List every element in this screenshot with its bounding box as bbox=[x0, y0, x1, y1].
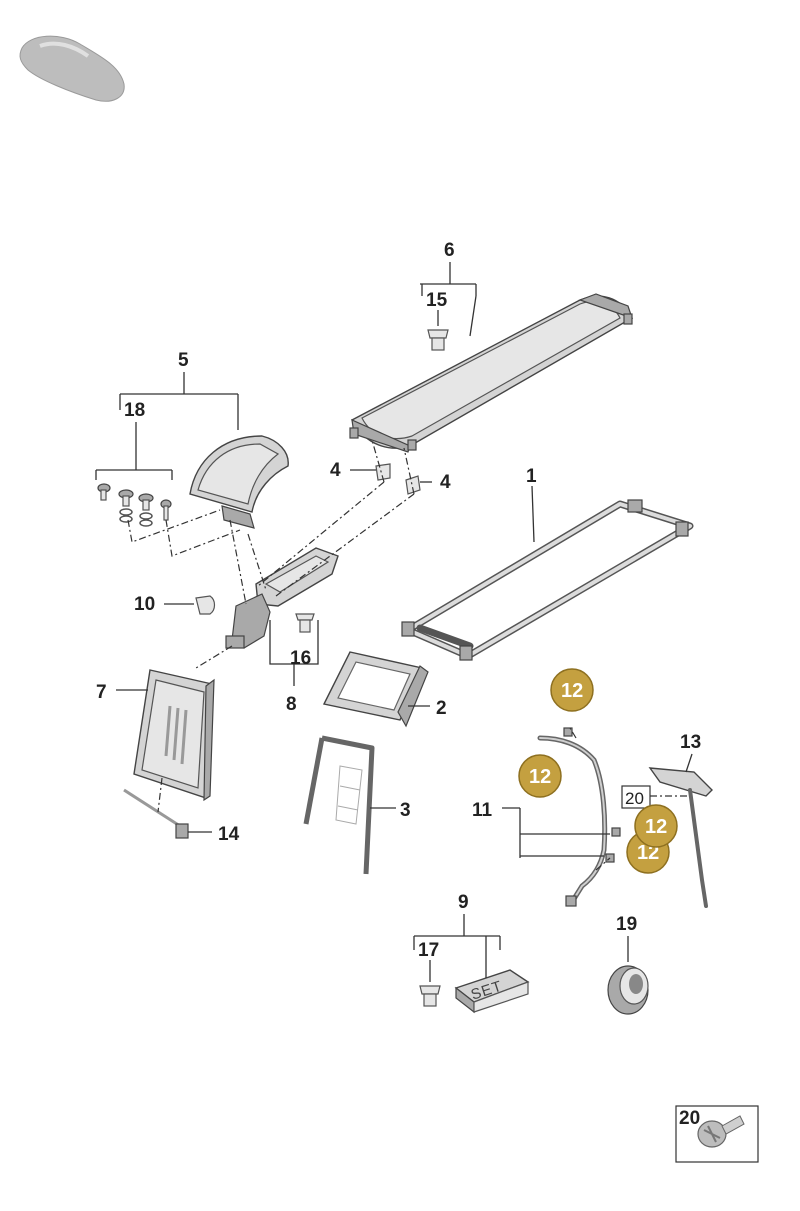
highlight-badges: 12 12 12 12 bbox=[518, 668, 678, 874]
assembly-lines bbox=[127, 439, 690, 871]
svg-text:12: 12 bbox=[645, 816, 667, 838]
car-silhouette-icon bbox=[19, 35, 125, 102]
label-9: 9 bbox=[458, 892, 469, 913]
label-20-box: 20 bbox=[625, 789, 644, 808]
label-8: 8 bbox=[286, 694, 297, 715]
fastener-set-18[interactable] bbox=[97, 483, 172, 527]
label-11: 11 bbox=[472, 800, 493, 821]
label-4b: 4 bbox=[440, 472, 451, 493]
label-20: 20 bbox=[679, 1108, 700, 1129]
label-10: 10 bbox=[134, 594, 155, 615]
bolt-part bbox=[138, 493, 154, 527]
seal-part[interactable] bbox=[303, 735, 375, 875]
service-set-part[interactable]: SET bbox=[454, 969, 530, 1014]
cable-part[interactable] bbox=[537, 727, 621, 907]
highlight-badge-12[interactable]: 12 bbox=[634, 804, 678, 848]
label-3: 3 bbox=[400, 800, 411, 821]
roof-panel-part[interactable] bbox=[349, 293, 633, 453]
label-4a: 4 bbox=[330, 460, 341, 481]
clip-part-17[interactable] bbox=[419, 985, 441, 1007]
reference-box-20 bbox=[621, 785, 651, 809]
label-7: 7 bbox=[96, 682, 107, 703]
bracket-part-4b[interactable] bbox=[405, 475, 421, 495]
label-13: 13 bbox=[680, 732, 701, 753]
screw-part bbox=[160, 499, 172, 521]
label-6: 6 bbox=[444, 240, 455, 261]
roof-frame-part[interactable] bbox=[401, 499, 694, 661]
label-19: 19 bbox=[616, 914, 637, 935]
leader-lines bbox=[95, 262, 693, 982]
side-cover-part[interactable] bbox=[133, 669, 215, 802]
highlight-badge-12[interactable]: 12 bbox=[550, 668, 594, 712]
highlight-badge-12[interactable]: 12 bbox=[518, 754, 562, 798]
svg-text:12: 12 bbox=[529, 766, 551, 788]
label-2: 2 bbox=[436, 698, 447, 719]
label-5: 5 bbox=[178, 350, 189, 371]
screw-part bbox=[97, 483, 111, 501]
label-14: 14 bbox=[218, 824, 240, 845]
label-17: 17 bbox=[418, 940, 439, 961]
bracket-part-4a[interactable] bbox=[375, 463, 391, 481]
strip-part-14[interactable] bbox=[123, 788, 189, 839]
grommet-part[interactable] bbox=[607, 965, 649, 1015]
rod-part-13[interactable] bbox=[648, 767, 713, 908]
label-16: 16 bbox=[290, 648, 311, 669]
svg-text:12: 12 bbox=[561, 680, 583, 702]
clip-part-16[interactable] bbox=[295, 613, 315, 633]
clip-part-15[interactable] bbox=[427, 329, 449, 351]
hinge-assembly-part[interactable] bbox=[225, 547, 339, 649]
window-frame-part[interactable] bbox=[322, 651, 429, 728]
screw-detail-box bbox=[675, 1105, 759, 1163]
screw-icon[interactable] bbox=[697, 1115, 745, 1148]
label-1: 1 bbox=[526, 466, 537, 487]
cap-part-10[interactable] bbox=[195, 595, 216, 615]
bolt-part bbox=[118, 489, 134, 523]
part-number-labels: 6 15 5 18 4 4 1 10 16 8 7 2 3 14 11 13 2… bbox=[96, 240, 701, 1129]
label-18: 18 bbox=[124, 400, 145, 421]
rear-trim-part[interactable] bbox=[189, 435, 289, 529]
label-15: 15 bbox=[426, 290, 448, 311]
